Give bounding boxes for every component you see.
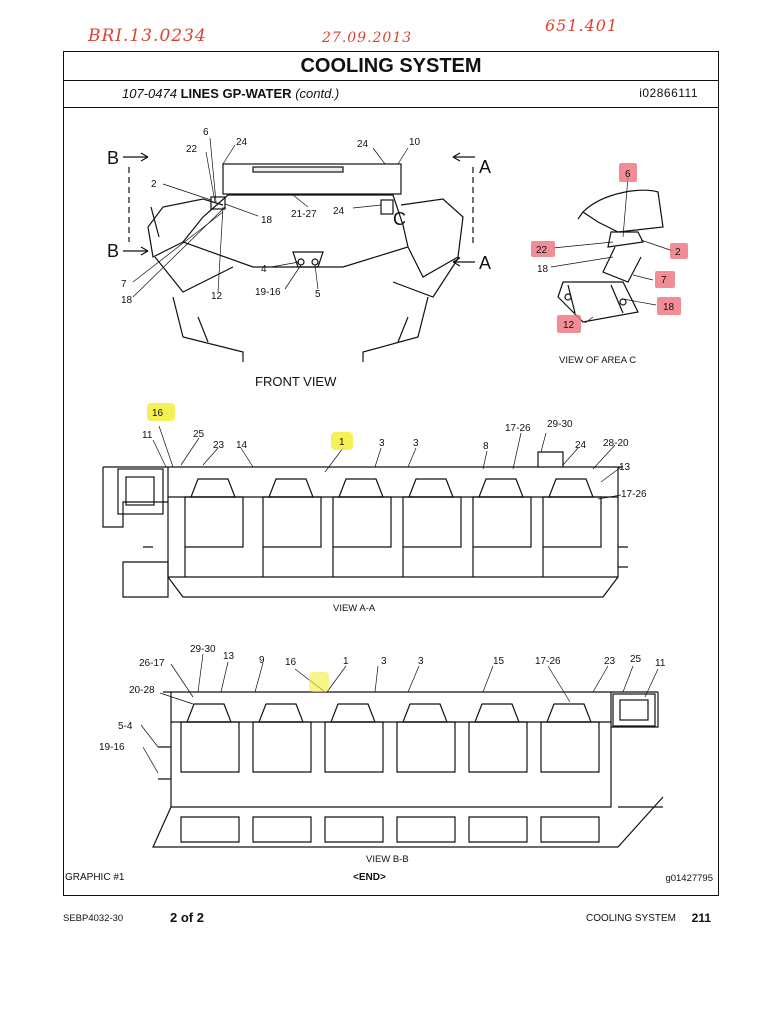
callout-label: 21-27	[291, 209, 317, 220]
pink-highlights	[531, 163, 688, 333]
callout-label: 3	[418, 656, 424, 667]
callout-label: 22	[186, 144, 198, 155]
callout-label: 28-20	[603, 438, 629, 449]
callout-label: 20-28	[129, 685, 155, 696]
parts-diagram: B B A A C 6 22 24 24 10 2 18 21-27 24 7 …	[99, 127, 688, 865]
graphic-id: g01427795	[665, 873, 713, 884]
page-title: COOLING SYSTEM	[64, 52, 718, 81]
view-aa-drawing	[102, 425, 628, 598]
callout-label: 3	[381, 656, 387, 667]
section-a-bottom: A	[479, 253, 491, 273]
section-b-top: B	[107, 148, 119, 168]
callout-label: 23	[213, 440, 225, 451]
callout-label: 11	[655, 658, 666, 669]
area-c-caption: VIEW OF AREA C	[559, 355, 636, 366]
handwritten-ref-code: BRI.13.0234	[88, 26, 207, 46]
callout-label: 1	[339, 437, 345, 448]
view-bb-drawing	[140, 653, 664, 848]
callout-label: 17-26	[535, 656, 561, 667]
callout-label: 25	[630, 654, 642, 665]
drawing-frame: COOLING SYSTEM 107-0474 LINES GP-WATER (…	[63, 51, 719, 896]
part-suffix: (contd.)	[295, 86, 340, 101]
callout-label: 3	[413, 438, 419, 449]
callout-label: 10	[409, 137, 421, 148]
part-header: 107-0474 LINES GP-WATER (contd.) i028661…	[64, 80, 718, 108]
view-aa-caption: VIEW A-A	[333, 603, 376, 614]
callout-label: 23	[604, 656, 616, 667]
callout-label: 16	[285, 657, 297, 668]
callout-label: 26-17	[139, 658, 165, 669]
callout-label: 7	[661, 275, 667, 286]
doc-number: SEBP4032-30	[63, 913, 124, 924]
callout-label: 16	[152, 408, 164, 419]
callout-label: 13	[223, 651, 235, 662]
callout-label: 7	[121, 279, 127, 290]
section-a-top: A	[479, 157, 491, 177]
callout-label: 5	[315, 289, 321, 300]
callout-label: 8	[483, 441, 489, 452]
callout-label: 18	[261, 215, 273, 226]
handwritten-date: 27.09.2013	[322, 30, 413, 46]
section-c: C	[393, 209, 406, 229]
section-b-bottom: B	[107, 241, 119, 261]
page-of: 2 of 2	[170, 910, 204, 925]
callout-label: 15	[493, 656, 505, 667]
callout-label: 24	[575, 440, 587, 451]
page-number: 211	[691, 911, 711, 925]
callout-label: 2	[675, 247, 681, 258]
callout-label: 2	[151, 179, 157, 190]
callout-label: 29-30	[190, 644, 216, 655]
end-marker: <END>	[353, 872, 386, 883]
callout-label: 25	[193, 429, 205, 440]
callout-label: 29-30	[547, 419, 573, 430]
callout-label: 19-16	[255, 287, 281, 298]
part-name: LINES GP-WATER	[180, 86, 292, 101]
yellow-highlights	[147, 403, 353, 692]
callout-label: 24	[357, 139, 369, 150]
callout-label: 6	[625, 169, 631, 180]
callout-label: 19-16	[99, 742, 125, 753]
part-title: 107-0474 LINES GP-WATER (contd.)	[122, 86, 339, 101]
callout-label: 12	[563, 320, 575, 331]
callout-label: 5-4	[118, 721, 133, 732]
callout-label: 18	[537, 264, 549, 275]
callout-label: 17-26	[505, 423, 531, 434]
callout-label: 18	[121, 295, 133, 306]
callout-label: 3	[379, 438, 385, 449]
callout-label: 14	[236, 440, 248, 451]
section-name: COOLING SYSTEM	[585, 913, 676, 924]
callout-label: 24	[236, 137, 248, 148]
callout-label: 4	[261, 264, 267, 275]
callout-label: 12	[211, 291, 223, 302]
callout-label: 18	[663, 302, 675, 313]
page-footer: SEBP4032-30 2 of 2 COOLING SYSTEM 211	[63, 908, 719, 926]
view-bb-caption: VIEW B-B	[366, 854, 409, 865]
front-view-caption: FRONT VIEW	[255, 374, 337, 389]
callout-label: 9	[259, 655, 265, 666]
callout-label: 17-26	[621, 489, 647, 500]
part-number: 107-0474	[122, 86, 177, 101]
callout-label: 22	[536, 245, 548, 256]
handwritten-number: 651.401	[545, 16, 619, 35]
callout-label: 13	[619, 462, 631, 473]
front-view-drawing	[123, 137, 475, 362]
illustration-id: i02866111	[639, 86, 698, 100]
callout-label: 24	[333, 206, 345, 217]
callout-label: 1	[343, 656, 349, 667]
callout-label: 11	[142, 430, 153, 441]
area-c-drawing	[550, 176, 674, 324]
callout-label: 6	[203, 127, 209, 138]
graphic-label: GRAPHIC #1	[65, 872, 125, 883]
